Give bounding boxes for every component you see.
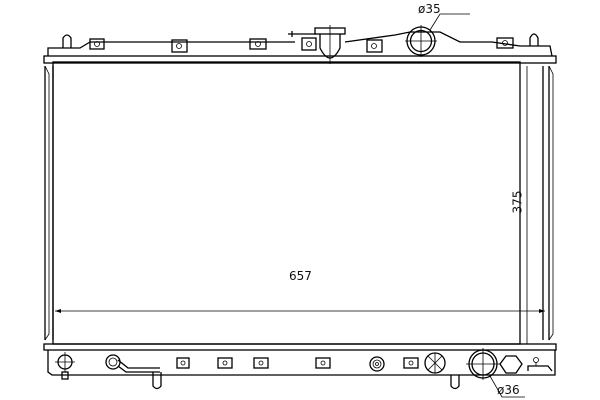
mount-tab xyxy=(253,357,269,369)
outlet-diameter-label: ø36 xyxy=(497,383,520,397)
mount-tab xyxy=(496,37,514,49)
outlet-pipe xyxy=(466,348,525,398)
filler-cap xyxy=(288,25,346,64)
inlet-diameter-label: ø35 xyxy=(418,2,441,16)
mount-tab xyxy=(301,37,317,51)
transmission-cooler-fitting xyxy=(105,354,162,390)
mount-tab xyxy=(249,38,267,50)
height-dimension-label: 375 xyxy=(510,190,525,214)
inlet-pipe xyxy=(405,13,470,57)
mount-tab xyxy=(366,39,383,53)
mount-tab xyxy=(217,357,233,369)
mount-tab xyxy=(89,38,105,50)
mount-tab xyxy=(403,357,419,369)
width-dimension-line xyxy=(55,309,545,313)
radiator-core xyxy=(44,61,554,345)
bottom-tank xyxy=(43,343,557,398)
fan-switch-fitting xyxy=(424,352,446,374)
mount-tab xyxy=(176,357,190,369)
top-tank xyxy=(43,13,557,64)
drain-plug xyxy=(55,352,75,380)
plug-hex xyxy=(499,355,523,374)
mount-tab xyxy=(315,357,331,369)
sensor-fitting xyxy=(369,356,385,372)
mount-tab xyxy=(171,39,188,53)
width-dimension-label: 657 xyxy=(289,269,312,283)
